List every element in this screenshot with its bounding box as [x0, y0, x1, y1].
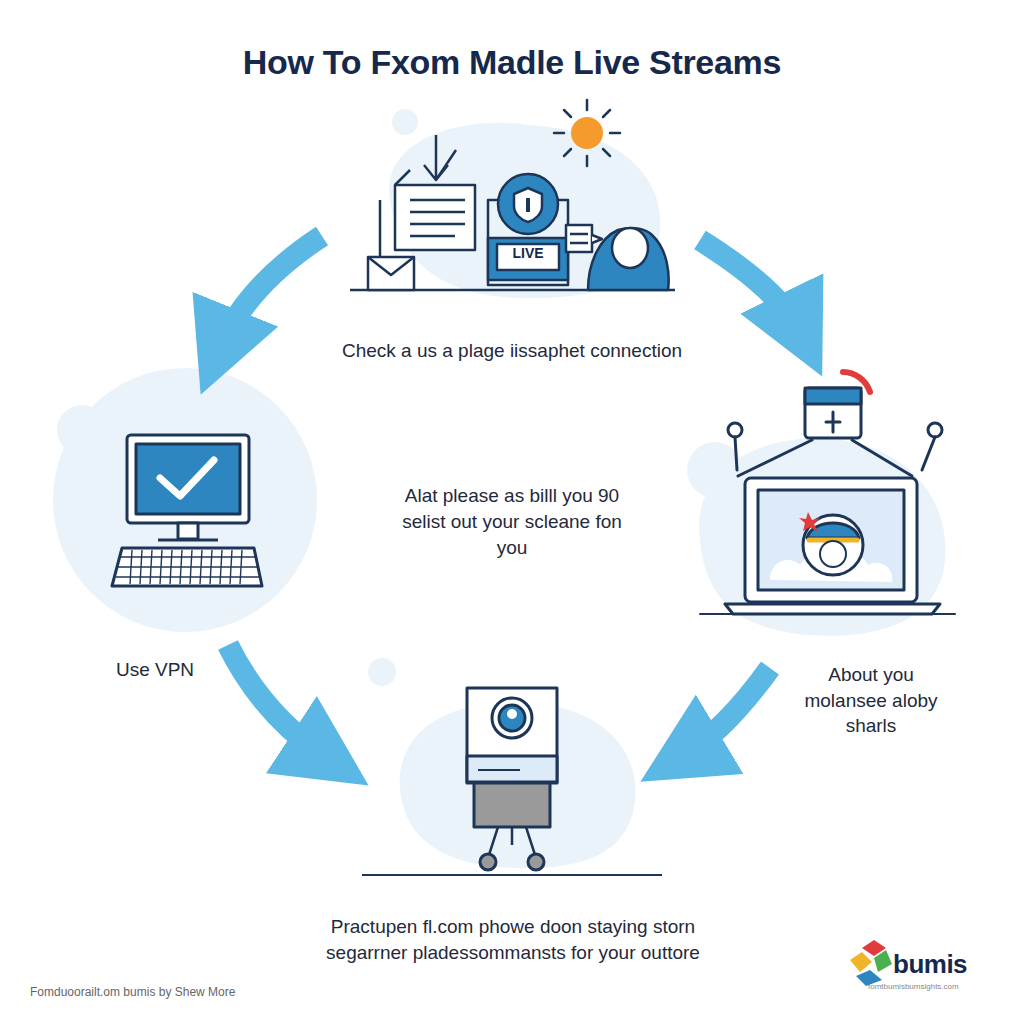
step-text: Use VPN [90, 658, 220, 683]
logo-url: fomtbumisbumsights.com [868, 983, 1008, 992]
footer-note: Fomduoorailt.om bumis by Shew More [30, 985, 330, 1001]
step-text: Check a us a plage iissaphet connection [262, 339, 762, 364]
step-text: About you molansee aloby sharls [800, 662, 942, 739]
step-text: Practupen fl.com phowe doon staying stor… [318, 914, 708, 965]
diagram-title: How To Fxom Madle Live Streams [20, 40, 1004, 84]
logo-text: bumis [893, 950, 1003, 979]
screen-label: LIVE [496, 246, 560, 261]
center-text: Alat please as billl you 90 selist out y… [388, 483, 636, 562]
